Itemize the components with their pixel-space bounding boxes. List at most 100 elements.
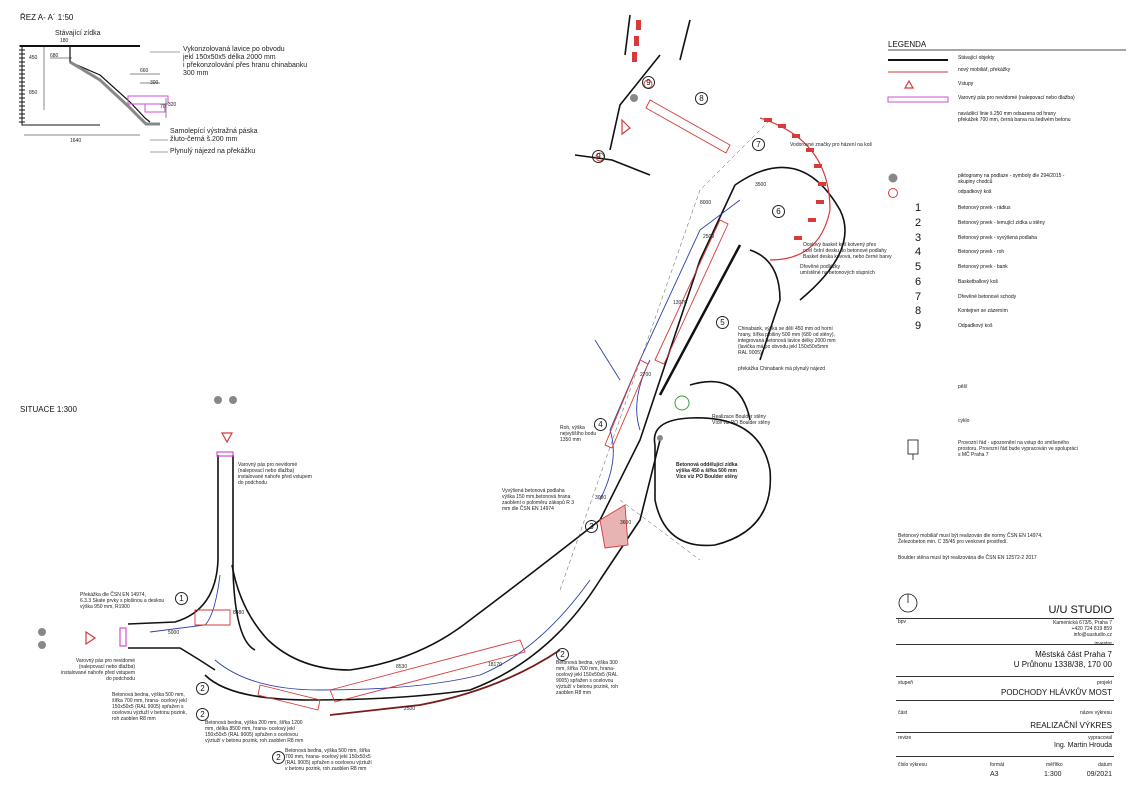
legend-title: LEGENDA	[888, 40, 927, 49]
callout-bedna1: Betonová bedna, výška 500 mm, šířka 700 …	[112, 692, 187, 722]
marker-1: 1	[175, 592, 188, 605]
callout-warning-top: Varovný pás pro nevidomé (nalepovací neb…	[238, 462, 312, 486]
legend-item: naváděcí linie š.250 mm odsazena od hran…	[958, 111, 1071, 123]
note-norm: Betonový mobiliář musí být realizován dl…	[898, 533, 1043, 545]
tape-note: Samolepící výstražná páska žluto-černá š…	[170, 128, 258, 143]
new-furniture	[194, 79, 831, 711]
author: Ing. Martin Hrouda	[1054, 742, 1112, 749]
date-value: 09/2021	[1086, 771, 1112, 778]
firm-name: U/U STUDIO	[1048, 604, 1112, 616]
dim-70: 70	[160, 104, 166, 110]
dim-1640: 1640	[70, 138, 82, 144]
dim-label-12: 8000	[700, 200, 712, 206]
marker-9a: 9	[642, 76, 655, 89]
warning-strips	[119, 451, 234, 647]
callout-wood: Dřevěné podlážky umístěné na betonových …	[800, 264, 875, 276]
marker-9b: 9	[592, 150, 605, 163]
marker-2c: 2	[272, 751, 285, 764]
marker-7: 7	[752, 138, 765, 151]
walls-existing	[127, 14, 846, 701]
legend-item: nový mobiliář, překážky	[958, 67, 1011, 73]
tb-divider	[896, 618, 1114, 619]
legend-operating-rules: Provozní řád - upozornění na vstup do sm…	[958, 440, 1078, 458]
legend-pedestrian: pěší	[958, 384, 968, 390]
dim-300: 300	[150, 80, 159, 86]
entry-triangles	[85, 79, 915, 646]
marker-4: 4	[594, 418, 607, 431]
ramp-note: Plynulý nájezd na překážku	[170, 148, 256, 155]
tree	[674, 395, 690, 411]
tb-divider	[896, 700, 1114, 701]
dim-180: 180	[60, 38, 69, 44]
callout-basket: Ocelový basket koš kotvený přes ocel čel…	[803, 242, 892, 260]
callout-obstacle: Překážka dle ČSN EN 14974, 6.3.3 Skate p…	[80, 592, 165, 610]
dim-label-10: 3600	[620, 520, 632, 526]
guide-lines	[149, 199, 741, 691]
investor-label: investor	[1094, 641, 1112, 647]
callout-chinabank: Chinabank, výška se dělí 450 mm od horní…	[738, 326, 836, 356]
dim-850: 850	[29, 90, 38, 96]
tb-divider	[896, 756, 1114, 757]
dim-320: 320	[168, 102, 177, 108]
dim-label-3: 8530	[396, 664, 408, 670]
situation-title: SITUACE 1:300	[20, 405, 77, 414]
project-name: PODCHODY HLÁVKŮV MOST	[1001, 688, 1112, 697]
dim-680: 680	[50, 53, 59, 59]
legend-cyclist: cyklo	[958, 418, 970, 424]
axis-lines	[559, 119, 771, 591]
marker-2b: 2	[196, 708, 209, 721]
marker-6: 6	[772, 205, 785, 218]
existing-wall-label: Stávající zídka	[55, 30, 101, 37]
callout-warning-left: Varovný pás pro nevidomé (nalepovací neb…	[61, 658, 135, 682]
stage-label: stupeň	[898, 680, 914, 686]
callout-raised-floor: Vyvýšená betonová podlaha výška 150 mm,b…	[502, 488, 574, 512]
dim-label-9: 3000	[595, 495, 607, 501]
revision-label: revize	[898, 735, 912, 741]
callout-bedna4: Betonová bedna, výška 300 mm, šířka 700 …	[556, 660, 618, 696]
callout-chinabank-ramp: překážka Chinabank má plynulý nájezd	[738, 366, 825, 372]
dim-label-1: 8480	[233, 610, 245, 616]
marker-5: 5	[716, 316, 729, 329]
note-boulder: Boulder stěna musí být realizována dle Č…	[898, 555, 1037, 561]
dim-label-7: 2700	[640, 372, 652, 378]
firm-logo-text: bpv	[898, 619, 907, 625]
legend-item: piktogramy na podlaze - symboly dle 294/…	[958, 173, 1065, 185]
dim-label-2: 5000	[168, 630, 180, 636]
dim-label-11: 3500	[755, 182, 767, 188]
format-label: formát	[990, 762, 1005, 768]
callout-marks: Vodorovné značky pro házení na koš	[790, 142, 872, 148]
callout-corner: Roh, výška nejvyššího bodu 1350 mm	[560, 425, 597, 443]
scale-label: měřítko	[1046, 762, 1063, 768]
scale-value: 1:300	[1044, 771, 1062, 778]
legend-item: Vstupy	[958, 81, 974, 87]
pictograms	[38, 94, 898, 649]
dim-label-8: 2500	[703, 234, 715, 240]
chinabank-edge	[658, 244, 742, 396]
tb-divider	[896, 644, 1114, 645]
legend-item: odpadkový koš	[958, 189, 992, 195]
callout-wall: Betonová oddělující zídka výška 450 a ší…	[676, 462, 738, 480]
dim-660: 660	[140, 68, 149, 74]
stairs-ring	[632, 20, 826, 240]
tb-divider	[896, 732, 1114, 733]
legend-item: Varovný pás pro nevidomé (nalepovací neb…	[958, 95, 1075, 101]
callout-bedna2: Betonová bedna, výška 200 mm, šířka 1200…	[205, 720, 304, 744]
marker-2a: 2	[196, 682, 209, 695]
drawing-number-label: číslo výkresu	[898, 762, 927, 768]
callout-boulder: Realizace Boulder stěny Více viz PO Boul…	[712, 414, 771, 426]
investor: Městská část Praha 7 U Průhonu 1338/38, …	[1013, 650, 1112, 669]
marker-8: 8	[695, 92, 708, 105]
callout-bedna3: Betonová bedna, výška 500 mm, šířka 700 …	[285, 748, 372, 772]
section-detail	[19, 45, 180, 153]
drawing-name-label: název výkresu	[1080, 710, 1112, 716]
legend-item: Stávající objekty	[958, 55, 995, 61]
